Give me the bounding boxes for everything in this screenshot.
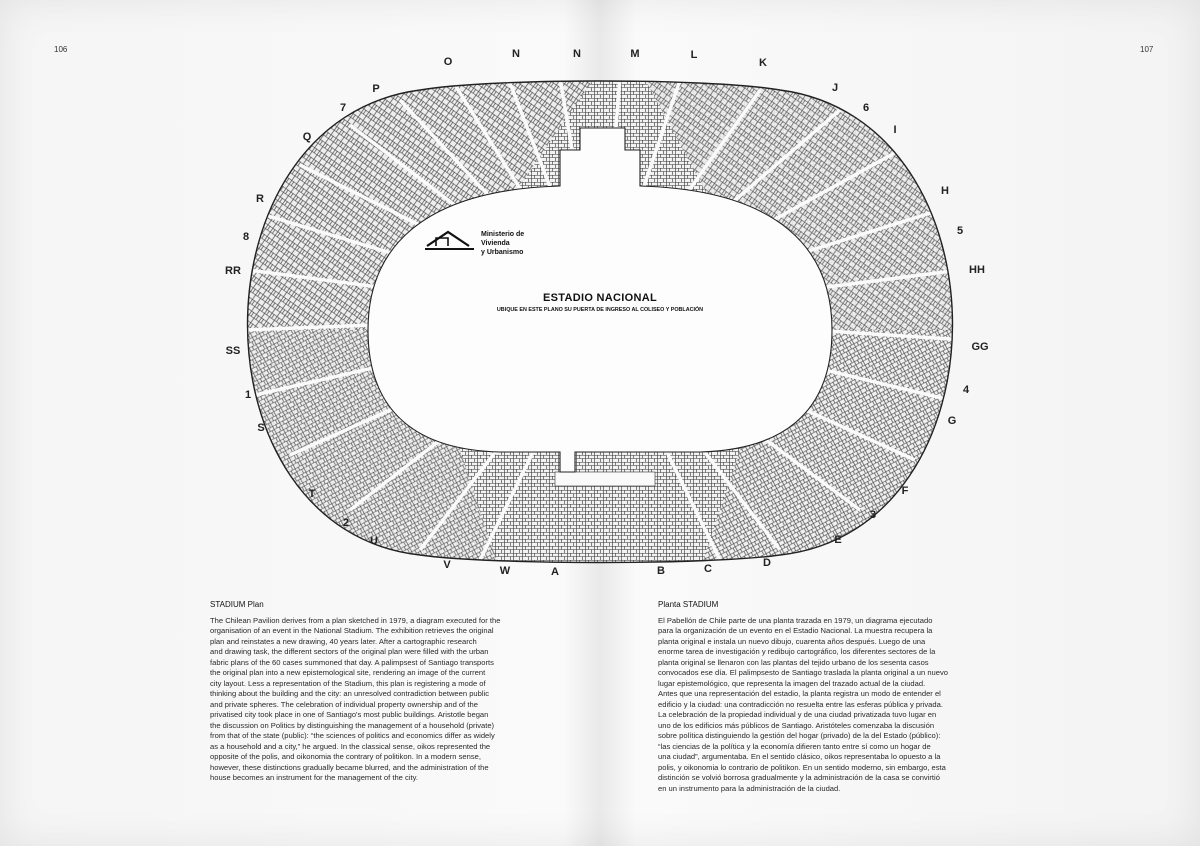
spanish-heading: Planta STADIUM: [658, 600, 719, 609]
text-line: una ciudad”, argumentaba. En el sentido …: [658, 752, 941, 761]
sector-label: B: [657, 565, 665, 577]
text-line: Antes que una representación del estadio…: [658, 689, 941, 698]
sector-label: Q: [303, 131, 312, 143]
sector-label: O: [444, 56, 453, 68]
sector-label: 5: [957, 225, 963, 237]
text-line: planta original se llenaron con las plan…: [658, 657, 929, 667]
sector-label: N: [573, 48, 581, 60]
text-line: convocados ese día. El palimpsesto de Sa…: [658, 668, 949, 677]
text-line: planta original e instala un nuevo dibuj…: [658, 636, 926, 646]
english-heading: STADIUM Plan: [210, 600, 264, 609]
text-line: El Pabellón de Chile parte de una planta…: [658, 615, 933, 625]
english-body: The Chilean Pavilion derives from a plan…: [210, 616, 555, 784]
sector-label: P: [372, 83, 379, 95]
sector-label: D: [763, 557, 771, 569]
sector-label: 8: [243, 231, 249, 243]
text-line: uno de los edificios más públicos de San…: [658, 720, 935, 730]
sector-label: HH: [969, 264, 985, 276]
sector-label: W: [500, 565, 511, 577]
stadium-plan: Ministerio de Vivienda y Urbanismo ESTAD…: [225, 48, 989, 578]
text-line: city layout. Less a representation of th…: [210, 678, 486, 688]
text-line: as a household and a city,” he argued. I…: [210, 741, 491, 751]
text-line: sobre política distinguiendo la gestión …: [658, 731, 941, 740]
text-line: and private spheres. The celebration of …: [210, 699, 478, 709]
page-number-right: 107: [1140, 45, 1154, 54]
text-line: the discussion on Politics by distinguis…: [210, 720, 495, 730]
text-line: para la organización de un evento en el …: [658, 626, 933, 635]
stadium-field: [367, 127, 833, 473]
text-line: lugar epistemológico, que representa la …: [658, 678, 926, 688]
text-line: and drawing task, the different sectors …: [210, 647, 489, 656]
sector-label: 4: [963, 384, 970, 396]
text-line: thinking about the building and the city…: [210, 689, 490, 698]
sector-label: S: [257, 422, 264, 434]
text-line: opposite of the polis, and oikonomia the…: [210, 752, 482, 761]
text-line: La celebración de la propiedad individua…: [658, 710, 937, 719]
sector-labels: N N M L K J 6I H 5HH GG 4G F 3E D C B A W V U 2 T S 1 SS RR 8 R Q 7 P O: [225, 48, 989, 578]
ministry-logo-icon: [425, 230, 474, 250]
sector-label: GG: [971, 341, 988, 353]
text-line: distinción se volvió borrosa gradualment…: [658, 773, 940, 782]
sector-label: N: [512, 48, 520, 60]
sector-label: U: [370, 535, 378, 547]
sector-label: 7: [340, 102, 346, 114]
sector-label: H: [941, 185, 949, 197]
text-line: polis, y oikonomia lo contrario de polit…: [658, 762, 946, 772]
sector-label: K: [759, 57, 767, 69]
english-column: STADIUM Plan The Chilean Pavilion derive…: [210, 600, 555, 784]
spanish-column: Planta STADIUM El Pabellón de Chile part…: [658, 600, 1003, 794]
text-line: house becomes an instrument for the mana…: [210, 773, 418, 782]
sector-label: E: [834, 534, 841, 546]
text-line: enorme tarea de investigación y redibujo…: [658, 647, 936, 656]
ministry-line-3: y Urbanismo: [481, 249, 523, 256]
sector-label: A: [551, 566, 559, 578]
sector-label: SS: [226, 345, 241, 357]
text-line: en un instrumento para la administración…: [658, 783, 841, 793]
sector-label: R: [256, 193, 264, 205]
text-line: however, these distinctions gradually be…: [210, 762, 489, 772]
ministry-line-1: Ministerio de: [481, 231, 524, 238]
text-line: plan and reinstates a new drawing, 40 ye…: [210, 636, 477, 646]
sector-label: G: [948, 415, 957, 427]
text-line: organisation of an event in the National…: [210, 626, 494, 635]
sector-label: V: [443, 559, 451, 571]
text-line: the original plan into a new epistemolog…: [210, 668, 486, 677]
sector-label: RR: [225, 265, 241, 277]
plan-subtitle: UBIQUE EN ESTE PLANO SU PUERTA DE INGRES…: [497, 305, 703, 313]
text-line: privatised city took place in one of San…: [210, 710, 489, 719]
sector-label: M: [630, 48, 639, 60]
page-number-left: 106: [54, 45, 68, 54]
sector-label: 1: [245, 389, 251, 401]
sector-label: L: [691, 49, 698, 61]
text-line: fabric plans of the 60 cases summoned th…: [210, 657, 494, 667]
text-line: The Chilean Pavilion derives from a plan…: [210, 615, 501, 625]
sector-label: T: [309, 488, 316, 500]
sector-label: F: [902, 485, 909, 497]
text-line: from that of the state (public): “the sc…: [210, 731, 495, 740]
sector-label: C: [704, 563, 712, 575]
plan-title: ESTADIO NACIONAL: [543, 292, 657, 304]
sector-label: J: [832, 82, 838, 94]
spanish-body: El Pabellón de Chile parte de una planta…: [658, 616, 1003, 795]
text-line: edificio y la ciudad: una contradicción …: [658, 699, 943, 709]
sector-label: 3: [870, 509, 876, 521]
sector-label: I: [893, 124, 896, 136]
sector-label: 2: [343, 517, 349, 529]
text-line: “las ciencias de la política y la econom…: [658, 741, 931, 751]
ministry-line-2: Vivienda: [481, 240, 510, 247]
sector-label: 6: [863, 102, 869, 114]
